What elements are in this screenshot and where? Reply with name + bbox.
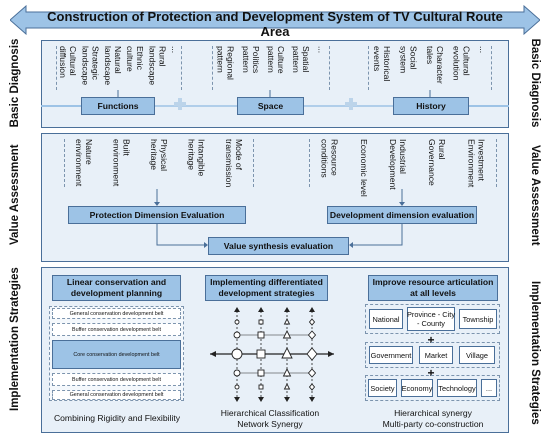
network-diagram bbox=[210, 307, 334, 402]
belt-core: Core conservation development belt bbox=[52, 340, 181, 369]
value-synthesis-box: Value synthesis evaluation bbox=[208, 237, 349, 255]
item: Strategic landscape bbox=[80, 46, 101, 86]
item: Regional pattern bbox=[215, 46, 236, 80]
plus-icon: + bbox=[427, 366, 435, 380]
plus-icon bbox=[345, 98, 357, 110]
node-society: Society bbox=[368, 379, 397, 397]
functions-box: Functions bbox=[81, 97, 155, 115]
section-label-impl-left: Implementation Strategies bbox=[9, 267, 21, 411]
item: Culture pattern bbox=[265, 46, 286, 74]
item: Cultural evolution bbox=[451, 46, 472, 81]
item: Rural Governance bbox=[427, 139, 448, 186]
col2-header: Implementing differentiated development … bbox=[205, 275, 328, 301]
item: Natural landscape bbox=[102, 46, 123, 86]
item: Intangible heritage bbox=[186, 139, 207, 177]
item: Investment Environment bbox=[466, 139, 487, 188]
item: Historical events bbox=[372, 46, 393, 82]
item: Rural landscape bbox=[147, 46, 168, 86]
space-items: Regional pattern Politics pattern Cultur… bbox=[212, 46, 330, 90]
col2-caption-line2: Network Synergy bbox=[237, 419, 303, 429]
basic-connectors bbox=[41, 90, 509, 110]
protection-items: Nature environment Built environment Phy… bbox=[64, 139, 254, 187]
node-village: Village bbox=[459, 346, 495, 364]
col1-header: Linear conservation and development plan… bbox=[52, 275, 181, 301]
node-government: Government bbox=[369, 346, 413, 364]
row1-group bbox=[365, 304, 500, 334]
col3-caption-line1: Hierarchical synergy bbox=[394, 408, 472, 418]
history-items: Historical events Social system Characte… bbox=[368, 46, 492, 90]
section-label-value-right: Value Assessment bbox=[529, 145, 541, 246]
item: Built environment bbox=[111, 139, 132, 187]
item: Physical heritage bbox=[148, 139, 169, 171]
node-more: ... bbox=[481, 379, 497, 397]
node-market: Market bbox=[419, 346, 453, 364]
plus-icon: + bbox=[427, 333, 435, 347]
section-label-basic-left: Basic Diagnosis bbox=[9, 38, 21, 128]
col2-caption-line1: Hierarchical Classification bbox=[220, 408, 320, 418]
item: ... bbox=[169, 46, 180, 54]
section-label-basic-right: Basic Diagnosis bbox=[529, 38, 541, 128]
belt-buffer-bottom: Buffer conservation development belt bbox=[52, 373, 181, 386]
col1-caption: Combining Rigidity and Flexibility bbox=[53, 413, 181, 423]
row3-group bbox=[365, 375, 500, 401]
space-box: Space bbox=[237, 97, 304, 115]
node-technology: Technology bbox=[437, 379, 477, 397]
node-national: National bbox=[369, 309, 403, 329]
node-economy: Economy bbox=[401, 379, 433, 397]
item: Industrial Development bbox=[387, 139, 408, 190]
col3-caption-line2: Multi-party co-construction bbox=[382, 419, 484, 429]
item: Cultural diffusion bbox=[58, 46, 79, 78]
page-title: Construction of Protection and Developme… bbox=[47, 9, 503, 39]
item: Nature environment bbox=[73, 139, 94, 187]
protection-dimension-box: Protection Dimension Evaluation bbox=[68, 206, 246, 224]
section-label-value-left: Value Assessment bbox=[9, 144, 21, 245]
item: Character tales bbox=[424, 46, 445, 84]
development-dimension-box: Development dimension evaluation bbox=[327, 206, 477, 224]
title-banner bbox=[10, 5, 540, 35]
node-township: Township bbox=[459, 309, 497, 329]
node-province: Province - City - County bbox=[407, 307, 455, 331]
belt-buffer-top: Buffer conservation development belt bbox=[52, 323, 181, 336]
plus-icon bbox=[174, 98, 186, 110]
item: Resource conditions bbox=[319, 139, 340, 178]
item: Spatial pattern bbox=[291, 46, 312, 73]
row2-group bbox=[365, 342, 500, 368]
belt-general-top: General conservation development belt bbox=[52, 308, 181, 319]
section-label-impl-right: Implementation Strategies bbox=[529, 281, 541, 425]
item: Politics pattern bbox=[240, 46, 261, 74]
item: Mode of transmission bbox=[224, 139, 245, 188]
value-connectors bbox=[154, 189, 405, 248]
functions-items: Cultural diffusion Strategic landscape N… bbox=[56, 46, 182, 90]
item: Social system bbox=[398, 46, 419, 74]
history-box: History bbox=[393, 97, 469, 115]
belt-general-bottom: General conservation development belt bbox=[52, 390, 181, 400]
col3-header: Improve resource articulation at all lev… bbox=[368, 275, 498, 301]
item: ... bbox=[477, 46, 488, 54]
item: Ethnic culture bbox=[125, 46, 146, 72]
item: ... bbox=[316, 46, 327, 54]
